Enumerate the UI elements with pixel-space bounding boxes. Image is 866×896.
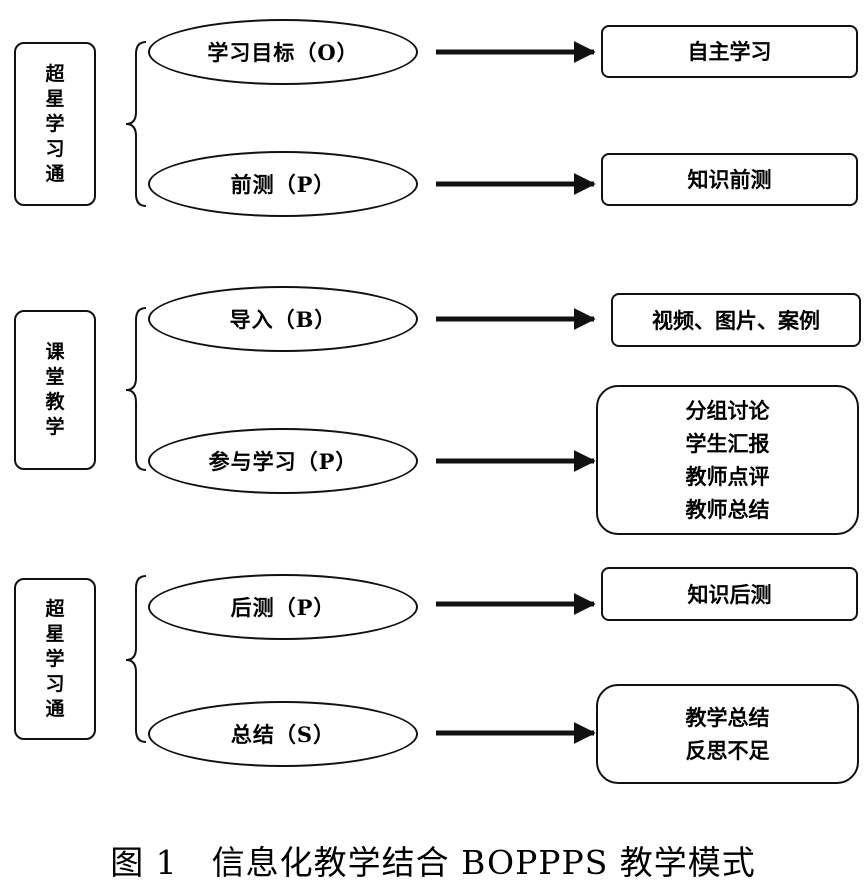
stage-4-outcome-line-2: 学生汇报 [685, 431, 770, 456]
stage-3-ellipse: 导入（B） [148, 286, 418, 352]
stage-2-ellipse: 前测（P） [148, 151, 418, 217]
stage-6-outcome-box: 教学总结 反思不足 [596, 684, 859, 784]
stage-1-outcome-text: 自主学习 [687, 39, 772, 64]
group-3-platform-box: 超星学习通 [14, 578, 96, 740]
stage-5-outcome-text: 知识后测 [687, 581, 772, 607]
stage-2-outcome-box: 知识前测 [601, 153, 858, 206]
stage-4-ellipse: 参与学习（P） [148, 428, 418, 494]
brace-group-3 [125, 575, 147, 743]
stage-1-ellipse: 学习目标（O） [148, 19, 418, 85]
stage-3-outcome-text: 视频、图片、案例 [652, 307, 820, 333]
group-1-platform-box: 超星学习通 [14, 42, 96, 206]
stage-5-ellipse: 后测（P） [148, 574, 418, 640]
group-2-label: 课堂教学 [45, 341, 65, 438]
stage-6-outcome-line-2: 反思不足 [685, 738, 770, 763]
stage-4-outcome-line-1: 分组讨论 [685, 398, 770, 423]
stage-4-outcome-line-3: 教师点评 [685, 464, 770, 489]
stage-4-outcome-line-4: 教师总结 [685, 497, 770, 522]
stage-4-outcome-box: 分组讨论 学生汇报 教师点评 教师总结 [596, 385, 859, 535]
stage-3-outcome-box: 视频、图片、案例 [611, 293, 861, 347]
group-2-platform-box: 课堂教学 [14, 310, 96, 470]
figure-caption: 图 1 信息化教学结合 BOPPPS 教学模式 [110, 843, 756, 882]
stage-6-ellipse: 总结（S） [148, 701, 418, 767]
stage-2-outcome-text: 知识前测 [687, 167, 772, 192]
brace-group-1 [125, 41, 147, 207]
stage-6-outcome-line-1: 教学总结 [685, 705, 770, 730]
group-1-label: 超星学习通 [45, 62, 65, 185]
group-3-label: 超星学习通 [45, 597, 65, 720]
stage-5-outcome-box: 知识后测 [601, 567, 858, 621]
stage-1-outcome-box: 自主学习 [601, 25, 858, 78]
brace-group-2 [125, 307, 147, 471]
